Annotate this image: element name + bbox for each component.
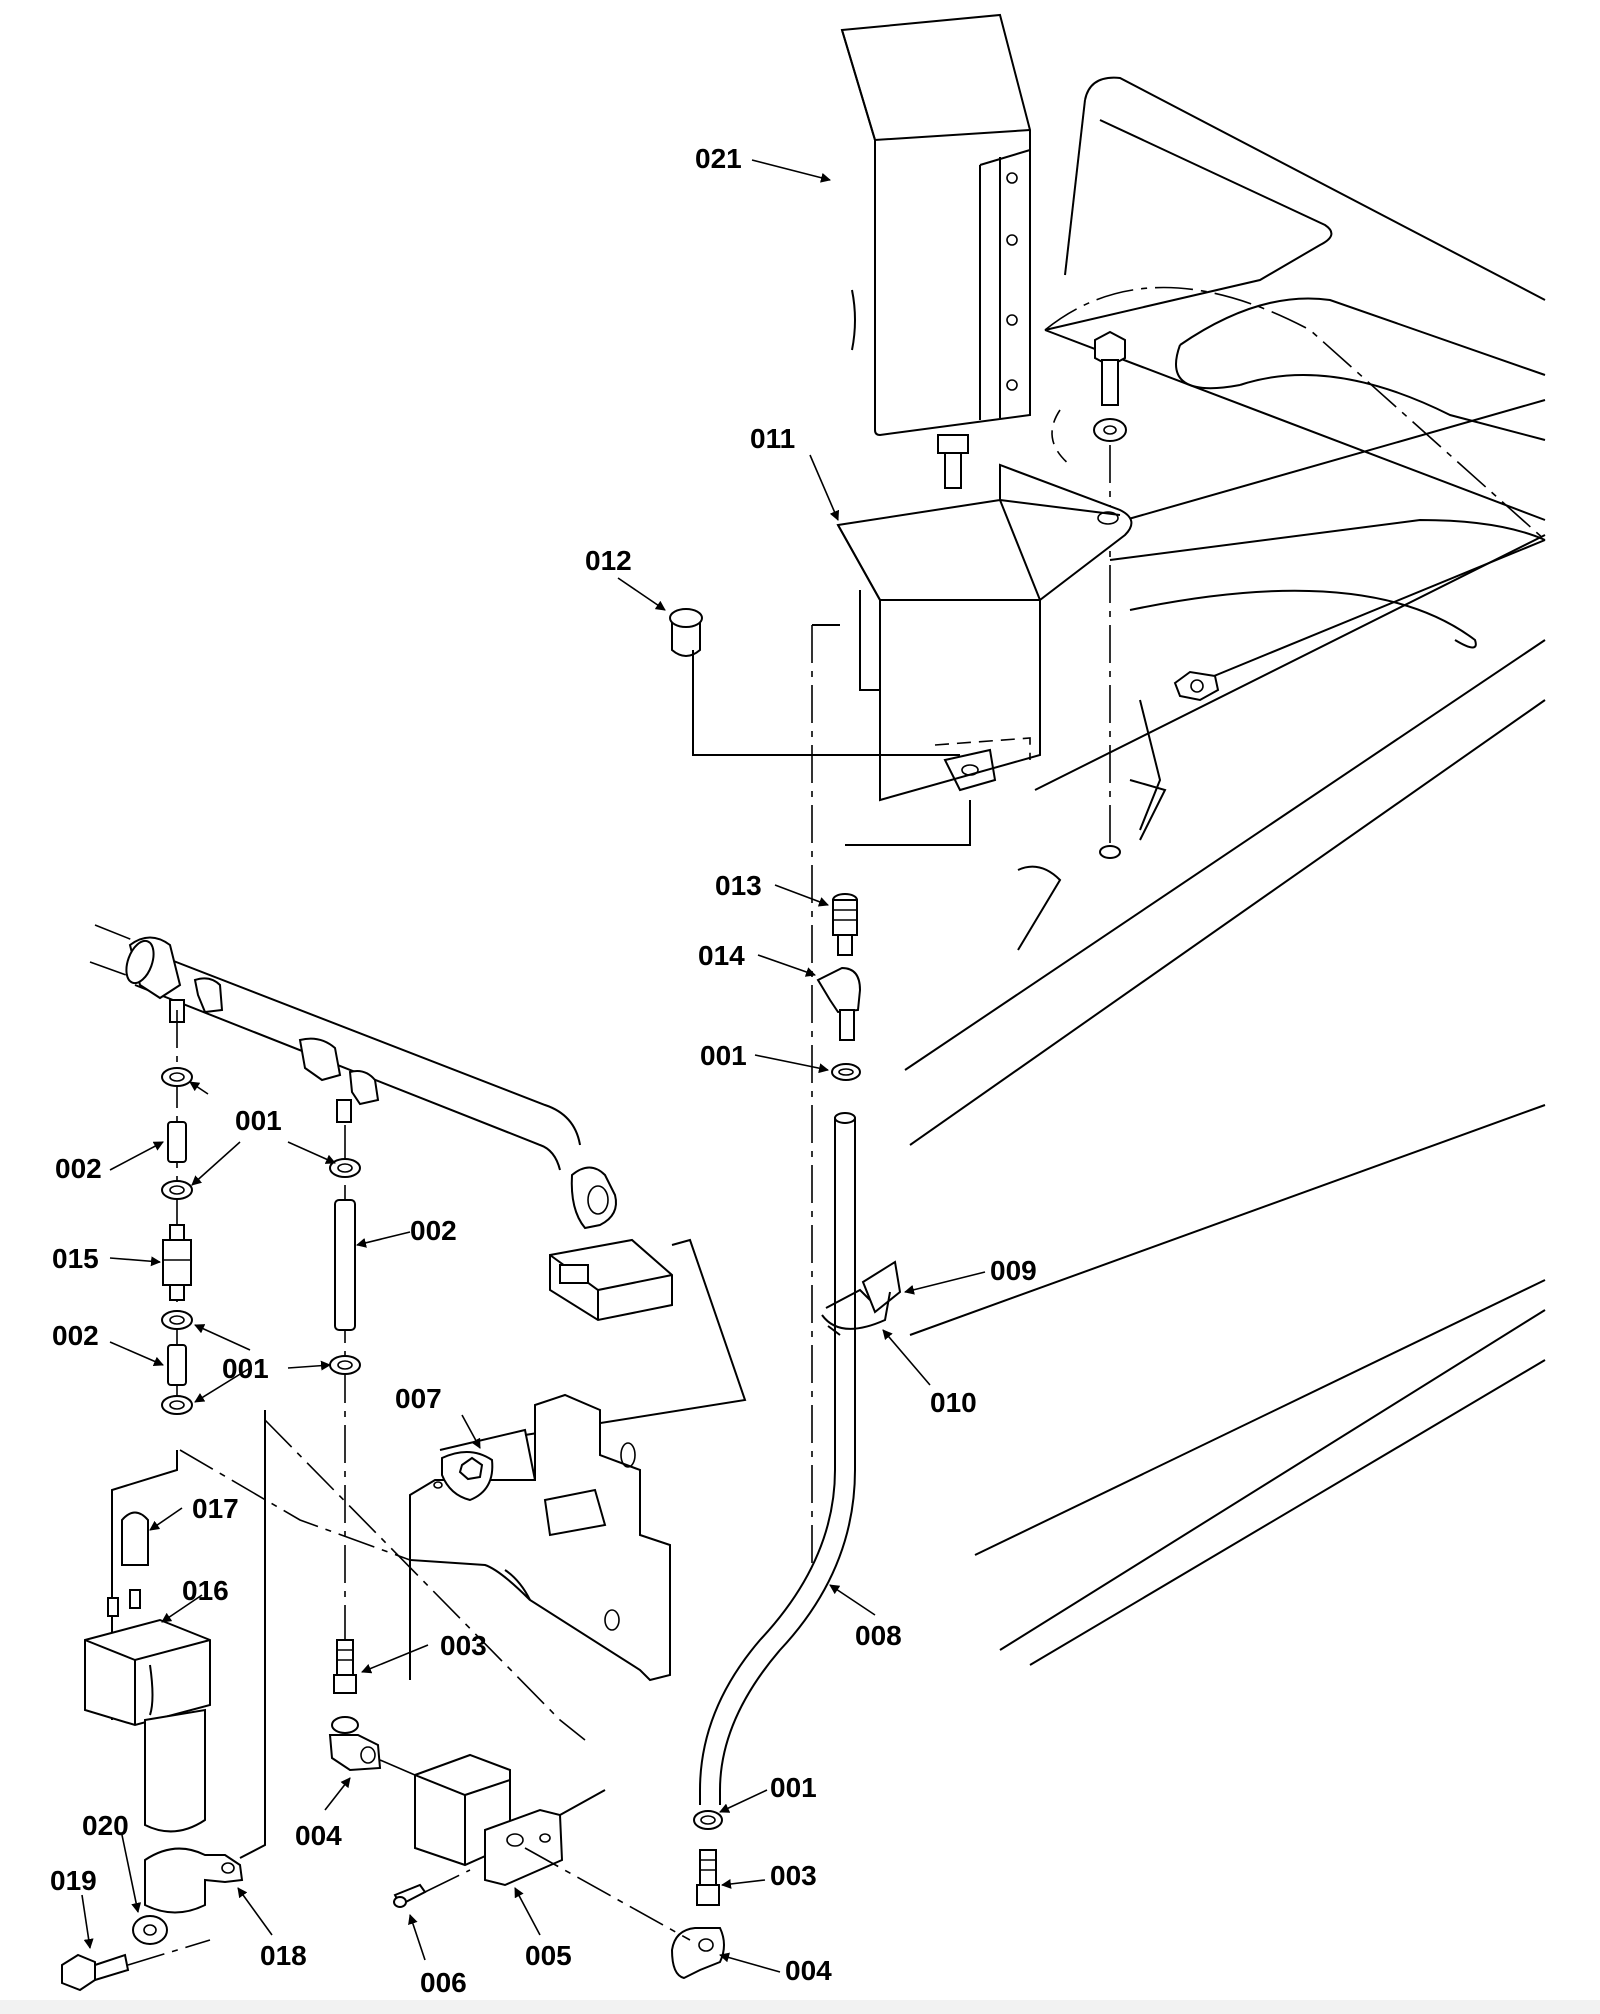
label-018: 018 <box>260 1940 307 1971</box>
label-004: 004 <box>295 1820 342 1851</box>
label-001: 001 <box>700 1040 747 1071</box>
part-019-bolt <box>61 1939 211 1992</box>
label-020: 020 <box>82 1810 129 1841</box>
part-004-elbow-mid <box>328 1716 382 1772</box>
label-002: 002 <box>52 1320 99 1351</box>
label-012: 012 <box>585 545 632 576</box>
label-011: 011 <box>750 423 795 454</box>
label-016: 016 <box>182 1575 229 1606</box>
label-001: 001 <box>235 1105 282 1136</box>
part-001-clamp-mid-2 <box>329 1355 361 1375</box>
part-001-clamp-left-4 <box>161 1395 193 1415</box>
leader-arrows <box>81 159 986 1973</box>
valve-centerlines <box>179 1419 691 1941</box>
part-013-fitting <box>832 893 858 956</box>
part-016-pump <box>84 1589 211 1833</box>
label-009: 009 <box>990 1255 1037 1286</box>
label-014: 014 <box>698 940 745 971</box>
part-015-filter <box>162 1224 192 1301</box>
callout-labels: 021 011 012 013 014 001 009 010 008 001 … <box>50 143 1037 1998</box>
part-008-tube <box>699 1112 856 1805</box>
label-019: 019 <box>50 1865 97 1896</box>
part-020-washer <box>132 1915 168 1945</box>
label-006: 006 <box>420 1967 467 1998</box>
label-002: 002 <box>55 1153 102 1184</box>
main-pipe <box>89 924 581 1171</box>
part-006-screw <box>393 1883 427 1908</box>
part-017-cap <box>121 1511 149 1566</box>
bottom-strip <box>0 2000 1600 2014</box>
part-002-hose-left-2 <box>167 1344 187 1386</box>
part-007-nut <box>441 1451 494 1502</box>
part-014-elbow <box>816 966 862 1041</box>
label-021: 021 <box>695 143 742 174</box>
label-004: 004 <box>785 1955 832 1986</box>
part-003-fitting-lower-right <box>696 1849 720 1906</box>
vertical-centerline <box>811 624 971 1570</box>
label-013: 013 <box>715 870 762 901</box>
part-012-cap <box>669 608 960 756</box>
part-002-hose-left-1 <box>167 1121 187 1163</box>
label-015: 015 <box>52 1243 99 1274</box>
part-001-clamp-left-1 <box>161 1067 193 1087</box>
label-001: 001 <box>770 1772 817 1803</box>
part-001-clamp-upper-right <box>831 1063 861 1081</box>
label-007: 007 <box>395 1383 442 1414</box>
bracket-plate <box>409 1393 671 1682</box>
label-008: 008 <box>855 1620 902 1651</box>
part-018-strap <box>144 1410 266 1914</box>
part-021-box <box>840 13 1031 489</box>
part-001-clamp-left-3 <box>161 1310 193 1330</box>
part-001-clamp-left-2 <box>161 1180 193 1200</box>
part-001-clamp-mid-1 <box>329 1158 361 1178</box>
label-005: 005 <box>525 1940 572 1971</box>
label-017: 017 <box>192 1493 239 1524</box>
label-003: 003 <box>440 1630 487 1661</box>
machine-frame <box>904 76 1546 1666</box>
part-005-valve <box>414 1753 606 1887</box>
frame-bolt <box>1093 330 1127 859</box>
part-010-tie <box>821 1288 891 1336</box>
part-001-clamp-lower-right <box>693 1810 723 1830</box>
label-003: 003 <box>770 1860 817 1891</box>
label-010: 010 <box>930 1387 977 1418</box>
part-002-hose-mid <box>334 1199 356 1331</box>
part-009-mount <box>861 1260 902 1314</box>
label-001: 001 <box>222 1353 269 1384</box>
part-011-tray <box>836 463 1133 802</box>
elbow-fitting-pipe-end <box>570 1166 617 1230</box>
label-002: 002 <box>410 1215 457 1246</box>
part-003-fitting-mid <box>333 1639 357 1694</box>
part-004-elbow-lower-right <box>670 1927 725 1980</box>
valve-block <box>524 1238 747 1436</box>
